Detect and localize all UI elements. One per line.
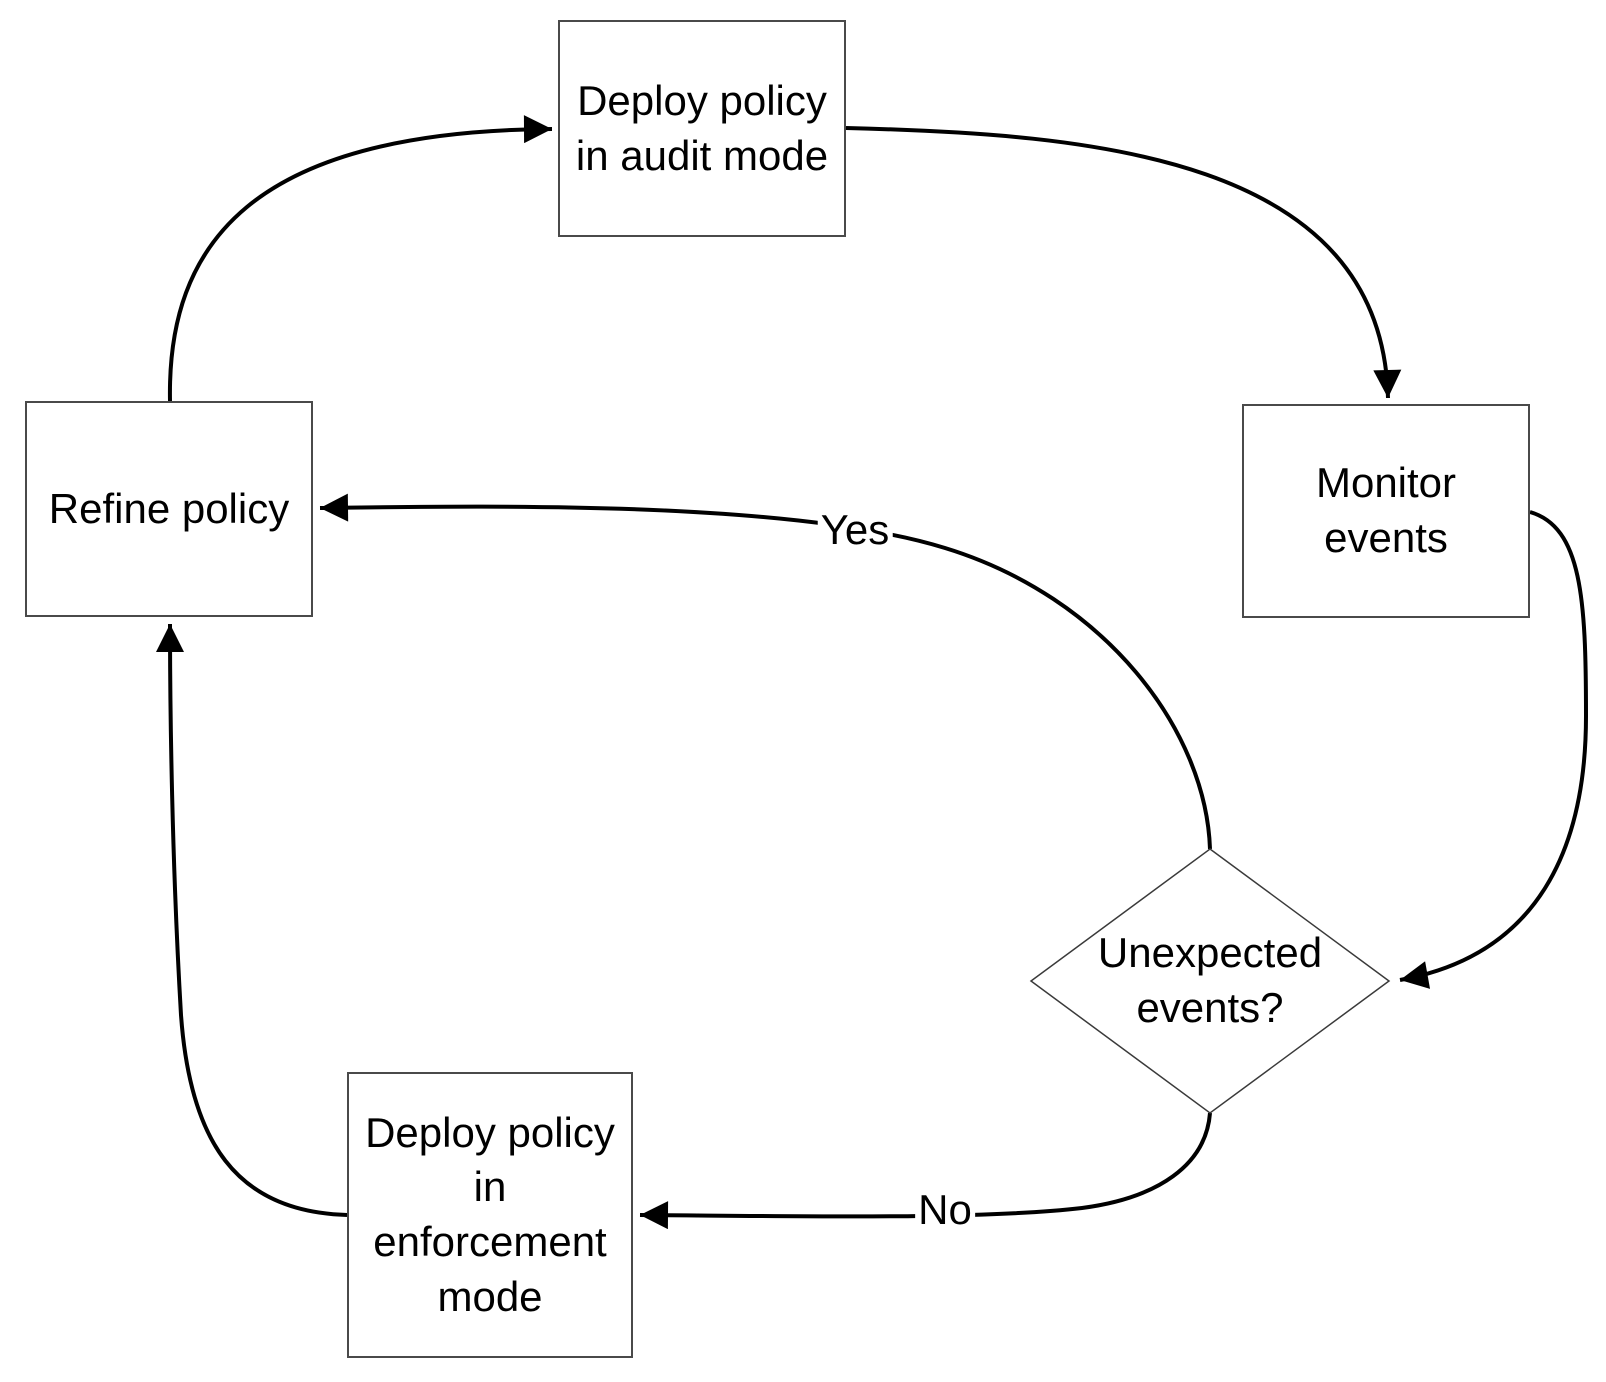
node-deploy-enforcement-mode: Deploy policy in enforcement mode xyxy=(347,1072,633,1358)
edge-monitor-to-decision xyxy=(1399,510,1589,989)
node-label-line: Monitor xyxy=(1315,459,1457,507)
node-label-line: enforcement xyxy=(373,1218,607,1265)
node-monitor-events: Monitor events xyxy=(1242,404,1530,618)
edge-decision-to-enforce-no xyxy=(639,1112,1212,1230)
edge-label-no: No xyxy=(915,1186,975,1234)
edge-label-yes: Yes xyxy=(817,506,893,554)
node-label-line: events? xyxy=(1136,984,1284,1031)
node-label-line: Unexpected xyxy=(1097,929,1323,977)
node-label-line: events xyxy=(1324,514,1448,561)
node-label-line: Deploy policy xyxy=(365,1108,615,1156)
edge-refine-to-audit xyxy=(167,115,553,402)
node-refine-policy: Refine policy xyxy=(25,401,313,617)
node-label-line: Refine policy xyxy=(48,484,290,532)
edge-enforce-to-refine xyxy=(156,623,348,1217)
node-label-line: mode xyxy=(437,1272,543,1320)
node-label-line: in xyxy=(473,1163,507,1211)
node-label-line: in audit mode xyxy=(575,131,829,179)
edge-audit-to-monitor xyxy=(845,126,1402,399)
node-deploy-audit-mode: Deploy policy in audit mode xyxy=(558,20,846,237)
node-unexpected-events-decision: Unexpected events? xyxy=(1060,899,1360,1063)
edge-decision-to-refine-yes xyxy=(319,493,1212,850)
node-label-line: Deploy policy xyxy=(577,76,827,124)
decision-diamond-shape xyxy=(1029,848,1391,1114)
